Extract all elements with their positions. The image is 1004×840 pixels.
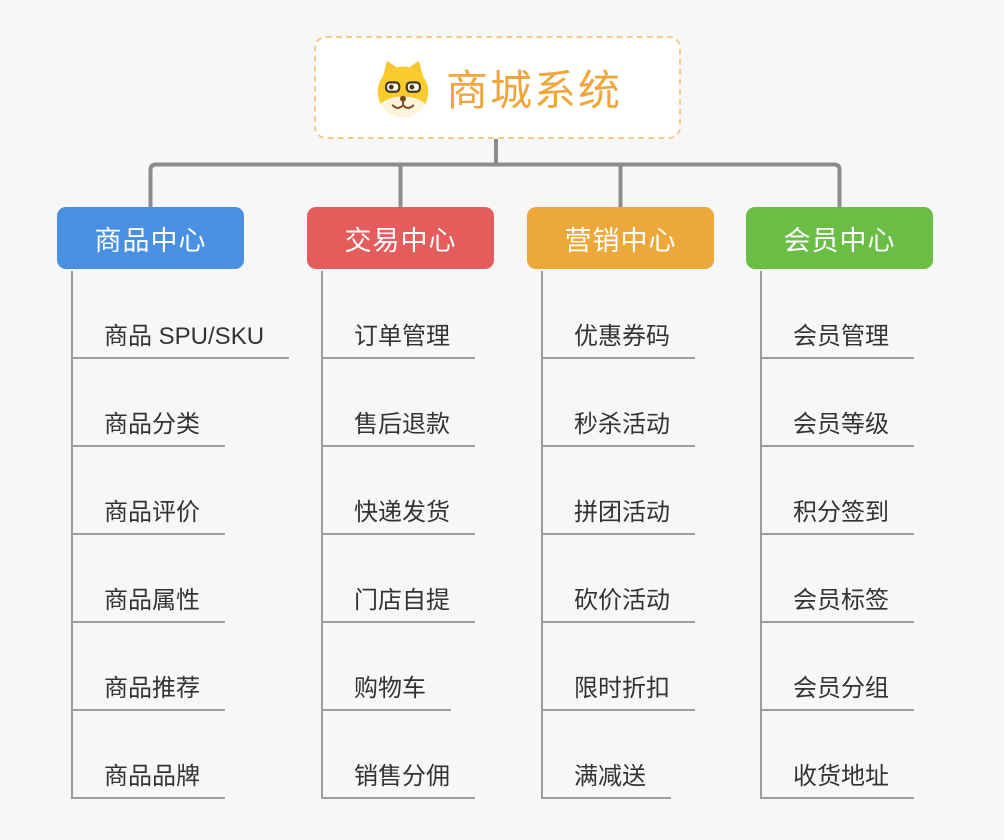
sub-topic-member-groups[interactable]: 会员分组 [762,623,914,711]
branch-children-member-center: 会员管理 会员等级 积分签到 会员标签 会员分组 收货地址 [760,271,914,799]
sub-topic-product-brand[interactable]: 商品品牌 [73,711,225,799]
branch-children-marketing-center: 优惠券码 秒杀活动 拼团活动 砍价活动 限时折扣 满减送 [541,271,695,799]
sub-topic-store-pickup[interactable]: 门店自提 [323,535,475,623]
root-topic-label: 商城系统 [445,67,622,114]
sub-topic-product-attribute[interactable]: 商品属性 [73,535,225,623]
sub-topic-shipping-address[interactable]: 收货地址 [762,711,914,799]
sub-topic-limited-time-discount[interactable]: 限时折扣 [543,623,695,711]
branch-topic-product-center[interactable]: 商品中心 [57,207,244,269]
root-topic[interactable]: 商城系统 [314,36,681,139]
branch-topic-marketing-center[interactable]: 营销中心 [527,207,714,269]
sub-topic-aftersale-refund[interactable]: 售后退款 [323,359,475,447]
sub-topic-sales-commission[interactable]: 销售分佣 [323,711,475,799]
sub-topic-product-recommend[interactable]: 商品推荐 [73,623,225,711]
branch-topic-member-center[interactable]: 会员中心 [746,207,933,269]
sub-topic-points-checkin[interactable]: 积分签到 [762,447,914,535]
sub-topic-member-tags[interactable]: 会员标签 [762,535,914,623]
sub-topic-product-category[interactable]: 商品分类 [73,359,225,447]
sub-topic-bargain-activity[interactable]: 砍价活动 [543,535,695,623]
sub-topic-order-management[interactable]: 订单管理 [323,271,475,359]
branch-children-trade-center: 订单管理 售后退款 快递发货 门店自提 购物车 销售分佣 [321,271,475,799]
branch-topic-trade-center[interactable]: 交易中心 [307,207,494,269]
sub-topic-shopping-cart[interactable]: 购物车 [323,623,451,711]
sub-topic-member-management[interactable]: 会员管理 [762,271,914,359]
sub-topic-product-spu-sku[interactable]: 商品 SPU/SKU [73,271,290,359]
sub-topic-coupon-code[interactable]: 优惠券码 [543,271,695,359]
branch-children-product-center: 商品 SPU/SKU 商品分类 商品评价 商品属性 商品推荐 商品品牌 [71,271,290,799]
sub-topic-flash-sale[interactable]: 秒杀活动 [543,359,695,447]
sub-topic-product-review[interactable]: 商品评价 [73,447,225,535]
dog-face-icon [373,58,433,118]
sub-topic-spend-and-save[interactable]: 满减送 [543,711,671,799]
sub-topic-member-level[interactable]: 会员等级 [762,359,914,447]
sub-topic-group-buy[interactable]: 拼团活动 [543,447,695,535]
sub-topic-express-shipping[interactable]: 快递发货 [323,447,475,535]
